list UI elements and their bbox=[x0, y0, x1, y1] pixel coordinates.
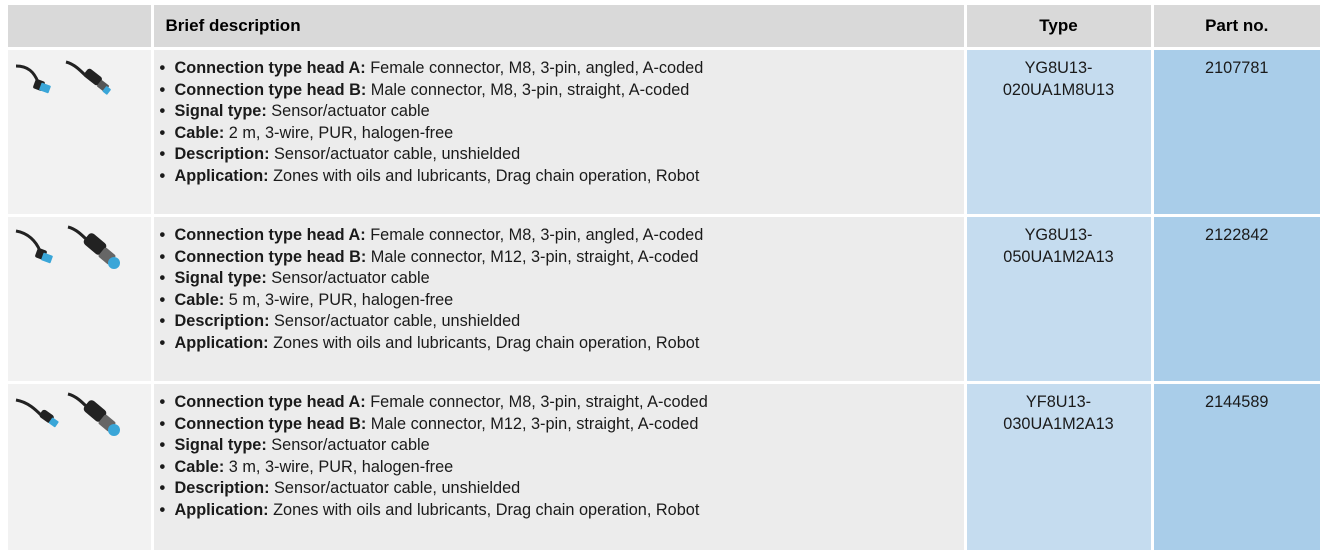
spec-item: •Connection type head A: Female connecto… bbox=[159, 393, 708, 411]
type-code: YF8U13- 030UA1M2A13 bbox=[1003, 393, 1114, 433]
spec-item: •Connection type head A: Female connecto… bbox=[159, 59, 704, 77]
description-cell: •Connection type head A: Female connecto… bbox=[152, 214, 967, 383]
spec-item: •Application: Zones with oils and lubric… bbox=[159, 166, 700, 185]
header-type: Type bbox=[965, 5, 1154, 49]
spec-item: •Connection type head B: Male connector,… bbox=[159, 414, 699, 433]
spec-list: •Connection type head A: Female connecto… bbox=[154, 50, 964, 187]
table-header-row: Brief description Type Part no. bbox=[8, 5, 1320, 49]
header-image bbox=[8, 5, 154, 49]
part-number: 2144589 bbox=[1205, 393, 1269, 411]
description-cell: •Connection type head A: Female connecto… bbox=[152, 47, 967, 216]
spec-item: •Signal type: Sensor/actuator cable bbox=[159, 102, 430, 120]
m8-straight-to-m12-straight-cable-icon bbox=[15, 392, 120, 436]
type-code: YG8U13- 020UA1M8U13 bbox=[1002, 59, 1115, 99]
spec-item: •Signal type: Sensor/actuator cable bbox=[159, 436, 430, 454]
type-cell: YG8U13- 050UA1M2A13 bbox=[965, 214, 1154, 383]
type-code: YG8U13- 050UA1M2A13 bbox=[1003, 226, 1114, 266]
m8-angled-to-m8-straight-cable-icon bbox=[15, 60, 111, 95]
part-no-cell: 2144589 bbox=[1152, 381, 1320, 550]
part-no-cell: 2122842 bbox=[1152, 214, 1320, 383]
table-row: •Connection type head A: Female connecto… bbox=[8, 47, 1320, 216]
product-table: Brief description Type Part no. bbox=[8, 5, 1320, 550]
spec-item: •Description: Sensor/actuator cable, uns… bbox=[159, 312, 521, 330]
spec-item: •Connection type head B: Male connector,… bbox=[159, 80, 690, 99]
spec-item: •Cable: 2 m, 3-wire, PUR, halogen-free bbox=[159, 123, 454, 142]
m8-angled-to-m12-straight-cable-icon bbox=[15, 225, 120, 269]
header-part-no: Part no. bbox=[1152, 5, 1320, 49]
header-brief-description: Brief description bbox=[152, 5, 967, 49]
spec-item: •Description: Sensor/actuator cable, uns… bbox=[159, 145, 521, 163]
product-image-cell bbox=[8, 381, 154, 550]
description-cell: •Connection type head A: Female connecto… bbox=[152, 381, 967, 550]
spec-item: •Application: Zones with oils and lubric… bbox=[159, 333, 700, 352]
type-cell: YG8U13- 020UA1M8U13 bbox=[965, 47, 1154, 216]
spec-item: •Cable: 3 m, 3-wire, PUR, halogen-free bbox=[159, 457, 454, 476]
product-image-cell bbox=[8, 214, 154, 383]
part-no-cell: 2107781 bbox=[1152, 47, 1320, 216]
table-row: •Connection type head A: Female connecto… bbox=[8, 381, 1320, 550]
spec-item: •Description: Sensor/actuator cable, uns… bbox=[159, 479, 521, 497]
type-cell: YF8U13- 030UA1M2A13 bbox=[965, 381, 1154, 550]
spec-item: •Cable: 5 m, 3-wire, PUR, halogen-free bbox=[159, 290, 454, 309]
spec-item: •Signal type: Sensor/actuator cable bbox=[159, 269, 430, 287]
part-number: 2107781 bbox=[1205, 59, 1269, 77]
spec-item: •Connection type head B: Male connector,… bbox=[159, 247, 699, 266]
product-image-cell bbox=[8, 47, 154, 216]
spec-item: •Connection type head A: Female connecto… bbox=[159, 226, 704, 244]
spec-item: •Application: Zones with oils and lubric… bbox=[159, 500, 700, 519]
spec-list: •Connection type head A: Female connecto… bbox=[154, 217, 964, 354]
table-row: •Connection type head A: Female connecto… bbox=[8, 214, 1320, 383]
spec-list: •Connection type head A: Female connecto… bbox=[154, 384, 964, 521]
part-number: 2122842 bbox=[1205, 226, 1269, 244]
